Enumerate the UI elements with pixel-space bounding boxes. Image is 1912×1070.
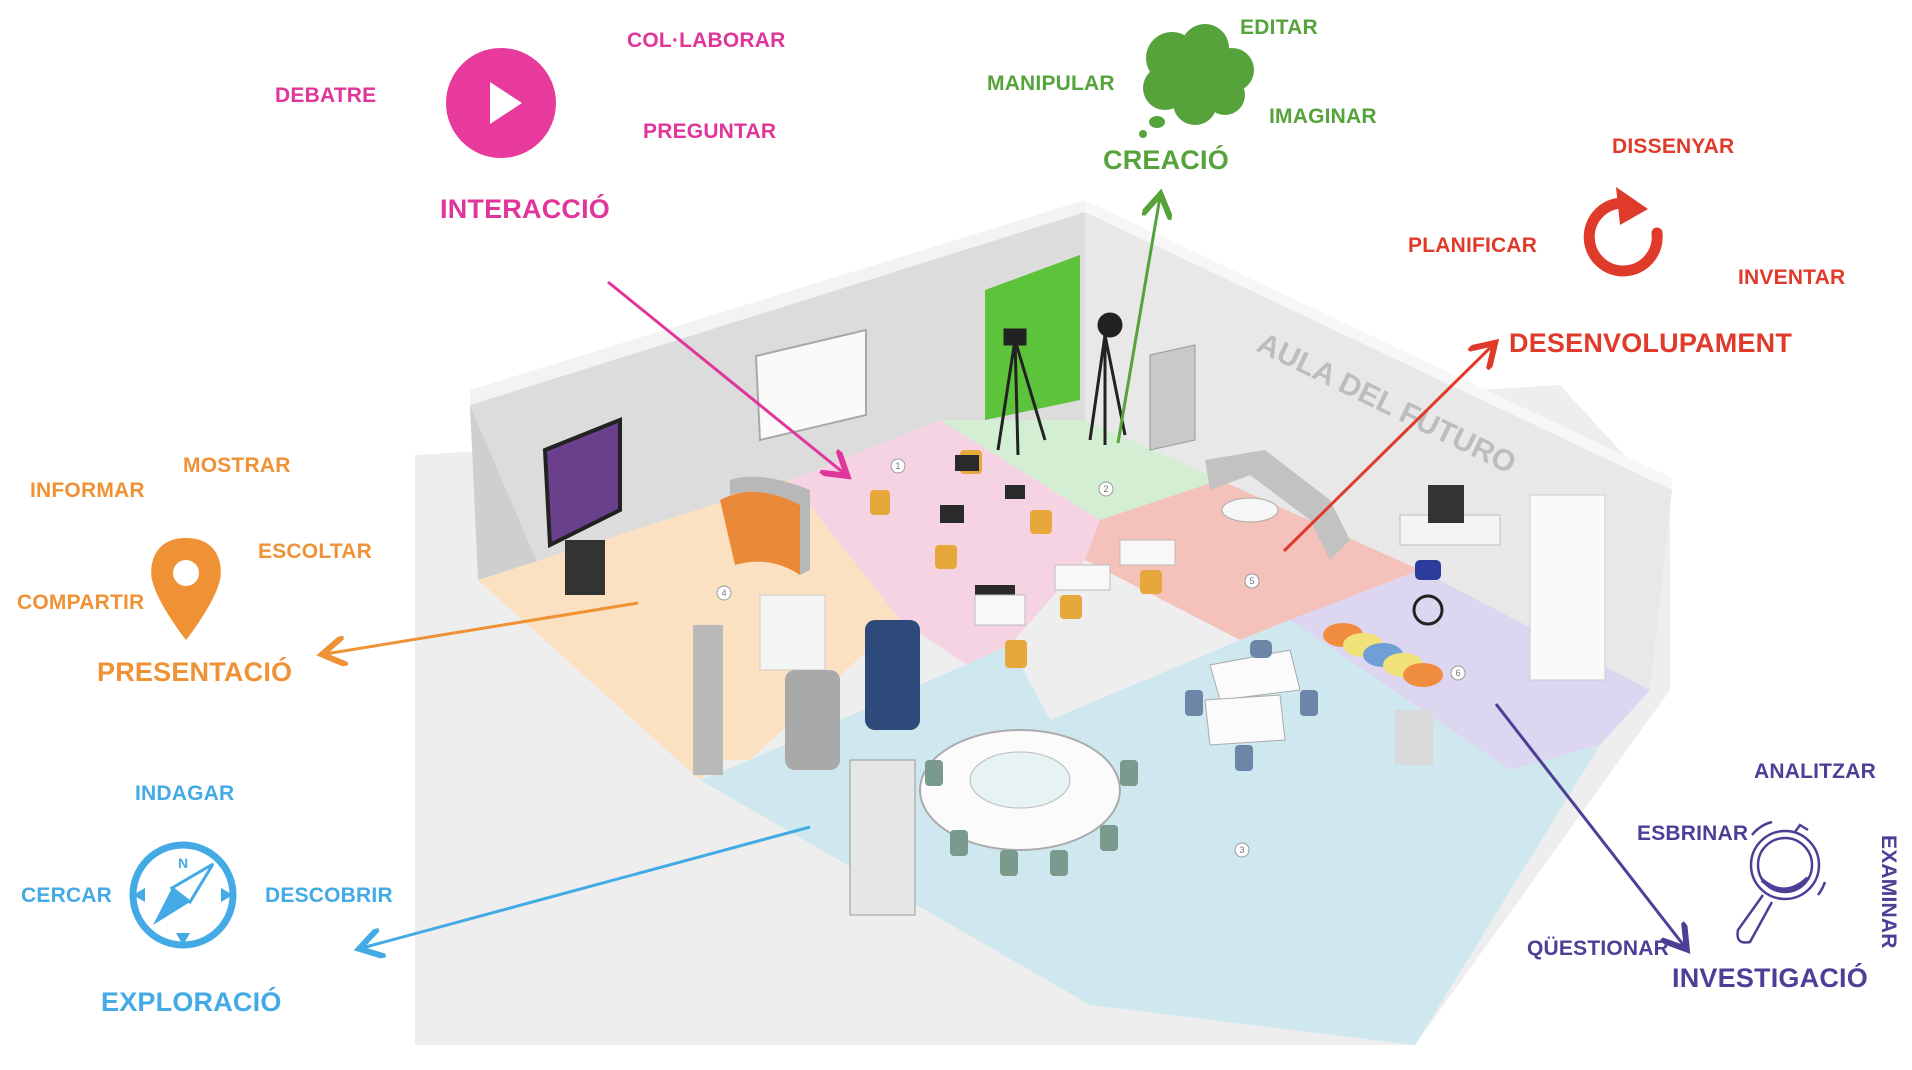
zone-marker-2: 2	[1098, 481, 1114, 497]
floor-zone-exploration	[700, 620, 1600, 1045]
light-tripod	[1088, 312, 1127, 445]
svg-text:2: 2	[1103, 484, 1108, 494]
verb-analitzar: ANALITZAR	[1754, 760, 1876, 783]
arrow-investigacio	[1494, 703, 1685, 947]
desks	[974, 539, 1176, 626]
colored-poufs	[1323, 623, 1443, 687]
magnifying-glass-icon	[1736, 820, 1827, 944]
zone-marker-3: 3	[1234, 842, 1250, 858]
thought-cloud-icon	[1139, 24, 1254, 138]
trapezoid-tables	[1204, 649, 1301, 746]
grey-modular-sofa	[1205, 450, 1350, 560]
verb-mostrar: MOSTRAR	[183, 454, 291, 477]
back-right-wall-top	[1085, 200, 1672, 490]
verb-col-laborar: COL·LABORAR	[627, 29, 786, 52]
orange-sofa	[720, 491, 800, 575]
verb-manipular: MANIPULAR	[987, 72, 1115, 95]
svg-text:5: 5	[1249, 576, 1254, 586]
verb-cercar: CERCAR	[21, 884, 113, 907]
verb-escoltar: ESCOLTAR	[258, 540, 372, 563]
blue-divider-panel	[865, 620, 920, 730]
grey-pillar	[693, 625, 723, 775]
arrow-desenvolupament	[1282, 345, 1493, 553]
svg-text:6: 6	[1455, 668, 1460, 678]
compass-icon: N	[129, 841, 237, 949]
tv-stand	[565, 540, 605, 595]
svg-text:1: 1	[895, 461, 900, 471]
floor-zone-investigation	[1290, 570, 1650, 770]
verb-planificar: PLANIFICAR	[1408, 234, 1538, 257]
lectern	[1395, 710, 1433, 765]
refresh-arrow-icon	[1583, 187, 1663, 277]
round-table	[1221, 497, 1279, 523]
camera-tripod	[996, 328, 1047, 456]
arrow-creacio	[1116, 197, 1160, 444]
back-right-wall	[1085, 212, 1672, 690]
left-end-wall	[470, 405, 545, 580]
floor-zone-creation	[940, 420, 1220, 520]
zone-marker-4: 4	[716, 585, 732, 601]
exploration-chairs	[925, 760, 1138, 876]
verb-esbrinar: ESBRINAR	[1637, 822, 1749, 845]
verb-debatre: DEBATRE	[275, 84, 377, 107]
3d-printer	[1428, 485, 1464, 523]
svg-text:4: 4	[721, 588, 726, 598]
play-icon	[446, 48, 556, 158]
zone-marker-6: 6	[1450, 665, 1466, 681]
verb-editar: EDITAR	[1240, 16, 1318, 39]
back-left-wall-top	[470, 200, 1085, 405]
zone-title-interaccio: INTERACCIÓ	[440, 194, 610, 224]
svg-text:3: 3	[1239, 845, 1244, 855]
verb-examinar: EXAMINAR	[1877, 835, 1900, 949]
verb-informar: INFORMAR	[30, 479, 145, 502]
zone-title-desenvolupament: DESENVOLUPAMENT	[1509, 328, 1793, 358]
floor-zone-development	[1085, 480, 1420, 640]
arrow-presentacio	[325, 601, 639, 654]
zone-number-markers: 1 2 3 4 5 6	[716, 458, 1466, 858]
compass-north-letter: N	[178, 855, 188, 871]
verb-compartir: COMPARTIR	[17, 591, 145, 614]
map-pin-icon	[151, 538, 221, 640]
zone-marker-1: 1	[890, 458, 906, 474]
verb-indagar: INDAGAR	[135, 782, 235, 805]
zone-title-creacio: CREACIÓ	[1103, 145, 1229, 175]
arrow-interaccio	[607, 280, 845, 474]
verb-descobrir: DESCOBRIR	[265, 884, 393, 907]
arrow-exploracio	[362, 825, 811, 948]
grey-divider-panel	[785, 670, 840, 770]
sofa-backrest	[730, 476, 810, 575]
zone-title-presentacio: PRESENTACIÓ	[97, 657, 293, 687]
verb-questionar: QÜESTIONAR	[1527, 937, 1670, 960]
wall-whiteboard	[754, 328, 867, 442]
blue-chairs	[1185, 640, 1318, 771]
charging-cabinet	[1149, 344, 1196, 451]
zone-title-investigacio: INVESTIGACIÓ	[1672, 963, 1868, 993]
verb-dissenyar: DISSENYAR	[1612, 135, 1735, 158]
blue-stool	[1412, 560, 1444, 626]
zone-title-exploracio: EXPLORACIÓ	[101, 987, 282, 1017]
verb-preguntar: PREGUNTAR	[643, 120, 777, 143]
shelving-unit	[1529, 494, 1606, 681]
verb-imaginar: IMAGINAR	[1269, 105, 1377, 128]
interactive-screen	[542, 417, 622, 549]
zone-marker-5: 5	[1244, 573, 1260, 589]
verb-inventar: INVENTAR	[1738, 266, 1846, 289]
round-table-hole	[969, 751, 1071, 809]
mobile-whiteboard	[849, 759, 916, 916]
bookshelf-cart	[759, 594, 826, 671]
